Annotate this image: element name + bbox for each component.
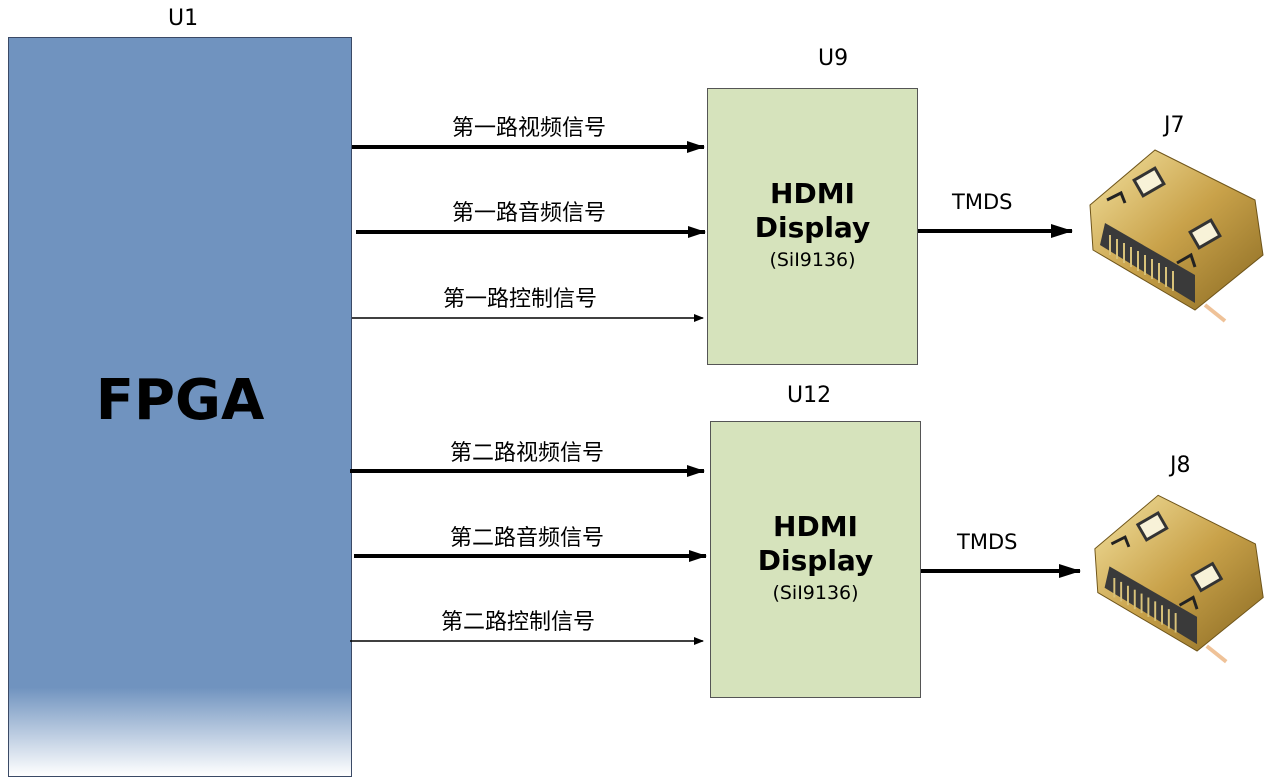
tmds-label-2: TMDS	[957, 530, 1018, 554]
hdmi-connector-icon	[1094, 494, 1264, 664]
hdmi-connector-icon	[1089, 149, 1264, 323]
signal1-control-label: 第一路控制信号	[443, 287, 598, 312]
chip2-ref-label: U12	[787, 383, 832, 408]
connector1-ref-label: J7	[1164, 113, 1185, 138]
tmds-label-1: TMDS	[952, 190, 1013, 214]
hdmi-display-chip-1: HDMI Display (SiI9136)	[707, 88, 918, 365]
fpga-ref-label: U1	[168, 6, 199, 31]
chip1-title-line1: HDMI	[770, 177, 855, 210]
chip1-ref-label: U9	[818, 46, 849, 71]
chip2-title-line2: Display	[757, 544, 874, 577]
chip1-title-line2: Display	[754, 211, 871, 244]
signal2-video-label: 第二路视频信号	[450, 441, 605, 466]
chip2-part-number: (SiI9136)	[772, 582, 859, 604]
chip1-part-number: (SiI9136)	[769, 249, 856, 271]
hdmi-display-chip-2: HDMI Display (SiI9136)	[710, 421, 921, 698]
connector2-ref-label: J8	[1170, 453, 1191, 478]
signal1-audio-label: 第一路音频信号	[452, 201, 607, 226]
fpga-block: FPGA	[8, 37, 352, 777]
signal2-audio-label: 第二路音频信号	[450, 526, 605, 551]
signal2-control-label: 第二路控制信号	[441, 610, 596, 635]
fpga-title: FPGA	[95, 368, 265, 433]
chip2-title-line1: HDMI	[773, 510, 858, 543]
signal1-video-label: 第一路视频信号	[452, 116, 607, 141]
